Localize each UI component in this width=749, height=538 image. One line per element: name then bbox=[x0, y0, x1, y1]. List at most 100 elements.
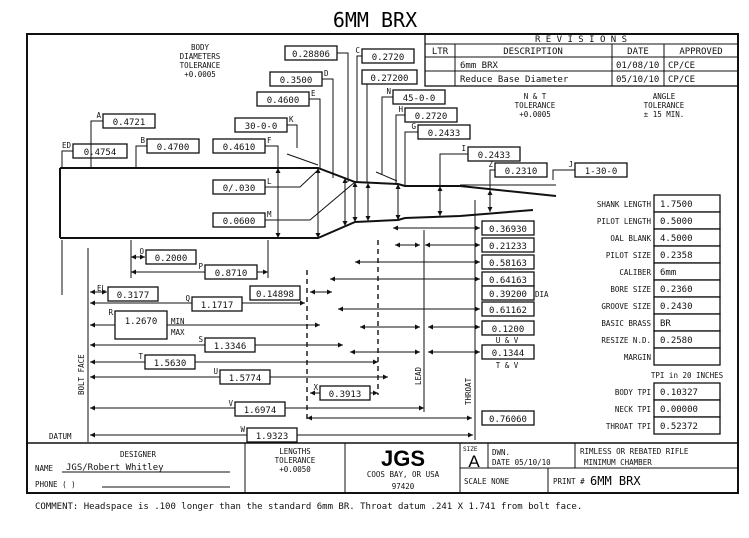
tpi-label: THROAT TPI bbox=[606, 422, 651, 431]
dimension-box bbox=[481, 237, 535, 253]
angle-tolerance-note: ANGLE TOLERANCE ± 15 MIN. bbox=[644, 92, 685, 119]
spec-value: 0.2360 bbox=[660, 285, 693, 295]
arrowhead bbox=[338, 306, 343, 312]
dimension-box bbox=[204, 337, 256, 353]
dimension-letter: D bbox=[324, 69, 329, 78]
body-tolerance-note: BODY DIAMETERS TOLERANCE +0.0005 bbox=[180, 43, 221, 79]
dimension-callout: 45-0-0N bbox=[381, 87, 446, 175]
dimension-box bbox=[212, 179, 266, 195]
dimension-letter: ED bbox=[62, 141, 72, 150]
arrowhead bbox=[310, 289, 315, 295]
dimension-box bbox=[246, 427, 298, 443]
arrowhead bbox=[475, 324, 480, 330]
throat-label: THROAT bbox=[464, 377, 473, 405]
rev-approved: CP/CE bbox=[668, 75, 695, 85]
dimension-box bbox=[481, 301, 535, 317]
dimension-box bbox=[256, 91, 310, 107]
svg-text:BODY: BODY bbox=[191, 43, 210, 52]
company-logo: JGS bbox=[381, 446, 425, 471]
arrowhead bbox=[487, 190, 493, 195]
drawing-title: 6MM BRX bbox=[333, 8, 417, 32]
leader-line bbox=[404, 131, 418, 185]
leader-line bbox=[381, 96, 393, 175]
dimension-box bbox=[102, 113, 156, 129]
spec-value: 0.5000 bbox=[660, 217, 693, 227]
rev-desc: Reduce Base Diameter bbox=[460, 75, 569, 85]
dimension-callout: 0.21233 bbox=[481, 237, 535, 253]
svg-text:± 15 MIN.: ± 15 MIN. bbox=[644, 110, 685, 119]
dimension-letter: G bbox=[411, 122, 416, 131]
arrowhead bbox=[275, 168, 281, 173]
company-zip: 97420 bbox=[392, 482, 415, 491]
dimension-letter: X bbox=[313, 383, 318, 392]
r-min-label: MIN bbox=[171, 317, 185, 326]
dimension-box bbox=[234, 117, 288, 133]
leader-line bbox=[135, 145, 147, 168]
dimension-callout: 0.36930 bbox=[481, 220, 535, 236]
spec-value: 4.5000 bbox=[660, 234, 693, 244]
dimension-box bbox=[481, 344, 535, 360]
arrowhead bbox=[487, 207, 493, 212]
dimension-box bbox=[219, 369, 271, 385]
uv-label: U & V bbox=[496, 336, 519, 345]
dimension-value: 0.4610 bbox=[223, 143, 256, 153]
arrowhead bbox=[373, 390, 378, 396]
arrowhead bbox=[360, 324, 365, 330]
arrowhead bbox=[373, 359, 378, 365]
dimension-box bbox=[481, 320, 535, 336]
dimension-box bbox=[417, 124, 471, 140]
dimension-box bbox=[114, 310, 168, 340]
leader-line bbox=[322, 78, 334, 178]
arrowhead bbox=[365, 216, 371, 221]
dimension-letter: M bbox=[267, 210, 272, 219]
lengths-tol-line: TOLERANCE bbox=[275, 456, 316, 465]
diameter-arrows bbox=[275, 168, 493, 238]
arrowhead bbox=[395, 184, 401, 189]
spec-value: BR bbox=[660, 319, 671, 329]
dimension-box bbox=[481, 410, 535, 426]
arrowhead bbox=[475, 225, 480, 231]
arrowhead bbox=[90, 300, 95, 306]
description-line2: MINIMUM CHAMBER bbox=[584, 458, 652, 467]
col-date: DATE bbox=[627, 47, 649, 57]
arrowhead bbox=[467, 415, 472, 421]
arrowhead bbox=[425, 242, 430, 248]
leader-line bbox=[265, 145, 279, 168]
dimension-letter: K bbox=[289, 115, 294, 124]
leader-line bbox=[356, 55, 362, 182]
tpi-value-box bbox=[653, 416, 721, 435]
spec-value-box bbox=[653, 347, 721, 366]
arrowhead bbox=[352, 217, 358, 222]
arrowhead bbox=[307, 415, 312, 421]
dimension-callout: 0.64163 bbox=[481, 271, 535, 287]
dimension-value: 0.14898 bbox=[256, 290, 294, 300]
dimension-letter: W bbox=[240, 425, 245, 434]
dimension-box bbox=[481, 285, 535, 301]
arrowhead bbox=[263, 269, 268, 275]
dimension-box bbox=[191, 296, 243, 312]
tpi-label: NECK TPI bbox=[615, 405, 651, 414]
dimension-callout: 0.61162 bbox=[481, 301, 535, 317]
spec-label: CALIBER bbox=[619, 268, 651, 277]
dimension-value: 0/.030 bbox=[223, 184, 256, 194]
dimension-letter: H bbox=[398, 105, 403, 114]
dimension-box bbox=[574, 162, 628, 178]
dimension-value: 0.61162 bbox=[489, 306, 527, 316]
dimension-letter: U bbox=[213, 367, 218, 376]
leader-line bbox=[309, 98, 321, 168]
dimension-letter: O bbox=[139, 247, 144, 256]
dimension-letter: J bbox=[568, 160, 573, 169]
svg-text:TOLERANCE: TOLERANCE bbox=[515, 101, 556, 110]
rev-date: 01/08/10 bbox=[616, 61, 659, 71]
